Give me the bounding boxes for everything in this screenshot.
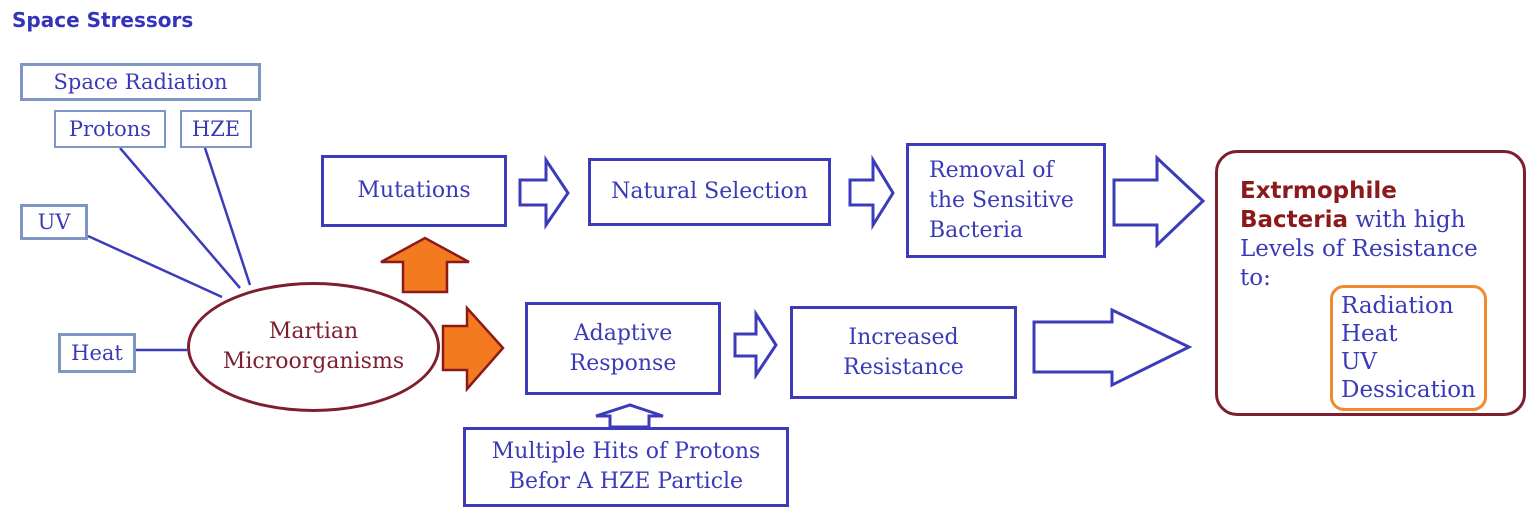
protons-connector: [119, 147, 241, 289]
extremophile-result-box: Extrmophile Bacteria with high Levels of…: [1215, 150, 1526, 416]
arrow-hits-to-adaptive: [595, 403, 664, 429]
martian-microorganisms-node: Martian Microorganisms: [187, 282, 440, 412]
removal-line-2: the Sensitive: [929, 187, 1074, 213]
removal-box: Removal of the Sensitive Bacteria: [906, 143, 1106, 258]
protons-box: Protons: [54, 110, 166, 148]
heat-box: Heat: [58, 333, 136, 373]
arrow-removal-to-result: [1112, 154, 1206, 249]
uv-label: UV: [37, 210, 71, 234]
result-bold-word: Bacteria: [1240, 207, 1349, 233]
mutations-box: Mutations: [321, 155, 507, 227]
arrow-selection-to-removal: [848, 154, 895, 231]
natural-selection-label: Natural Selection: [611, 179, 808, 204]
hze-connector: [203, 147, 252, 286]
removal-line-1: Removal of: [929, 157, 1054, 183]
resistance-radiation: Radiation: [1341, 293, 1454, 319]
protons-label: Protons: [68, 117, 152, 141]
adaptive-line-2: Response: [569, 350, 677, 376]
resistance-dessication: Dessication: [1341, 377, 1476, 403]
result-line-3: Levels of Resistance: [1240, 236, 1478, 262]
hze-label: HZE: [191, 117, 241, 141]
arrow-increased-to-result: [1032, 307, 1193, 388]
natural-selection-box: Natural Selection: [588, 158, 831, 226]
resistance-list: Radiation Heat UV Dessication: [1330, 285, 1487, 411]
resistance-heat: Heat: [1341, 321, 1398, 347]
resistance-uv: UV: [1341, 349, 1377, 375]
increased-line-1: Increased: [848, 324, 959, 350]
mutations-label: Mutations: [357, 178, 471, 203]
right-arrow-to-adaptive: [441, 304, 505, 393]
result-bold-line-1: Extrmophile: [1240, 178, 1397, 204]
diagram-title: Space Stressors: [12, 8, 194, 32]
increased-line-2: Resistance: [843, 354, 964, 380]
hze-box: HZE: [180, 110, 252, 148]
heat-label: Heat: [71, 341, 123, 365]
result-description: Extrmophile Bacteria with high Levels of…: [1240, 177, 1525, 293]
uv-connector: [87, 234, 223, 299]
source-line-2: Microorganisms: [222, 349, 405, 374]
adaptive-line-1: Adaptive: [573, 320, 673, 346]
multiple-hits-line-1: Multiple Hits of Protons: [491, 439, 761, 464]
arrow-mutations-to-selection: [518, 155, 570, 230]
space-radiation-label: Space Radiation: [53, 70, 228, 94]
multiple-hits-line-2: Befor A HZE Particle: [508, 469, 744, 494]
arrow-adaptive-to-increased: [733, 308, 778, 380]
removal-line-3: Bacteria: [929, 217, 1024, 243]
result-line-4: to:: [1240, 265, 1271, 291]
increased-resistance-box: Increased Resistance: [790, 306, 1017, 399]
space-radiation-box: Space Radiation: [20, 63, 261, 101]
adaptive-response-box: Adaptive Response: [525, 302, 721, 395]
result-line-2-rest: with high: [1348, 207, 1466, 233]
up-arrow-to-mutations: [380, 236, 470, 294]
uv-box: UV: [20, 204, 88, 240]
source-line-1: Martian: [268, 319, 359, 344]
multiple-hits-box: Multiple Hits of Protons Befor A HZE Par…: [463, 427, 789, 507]
